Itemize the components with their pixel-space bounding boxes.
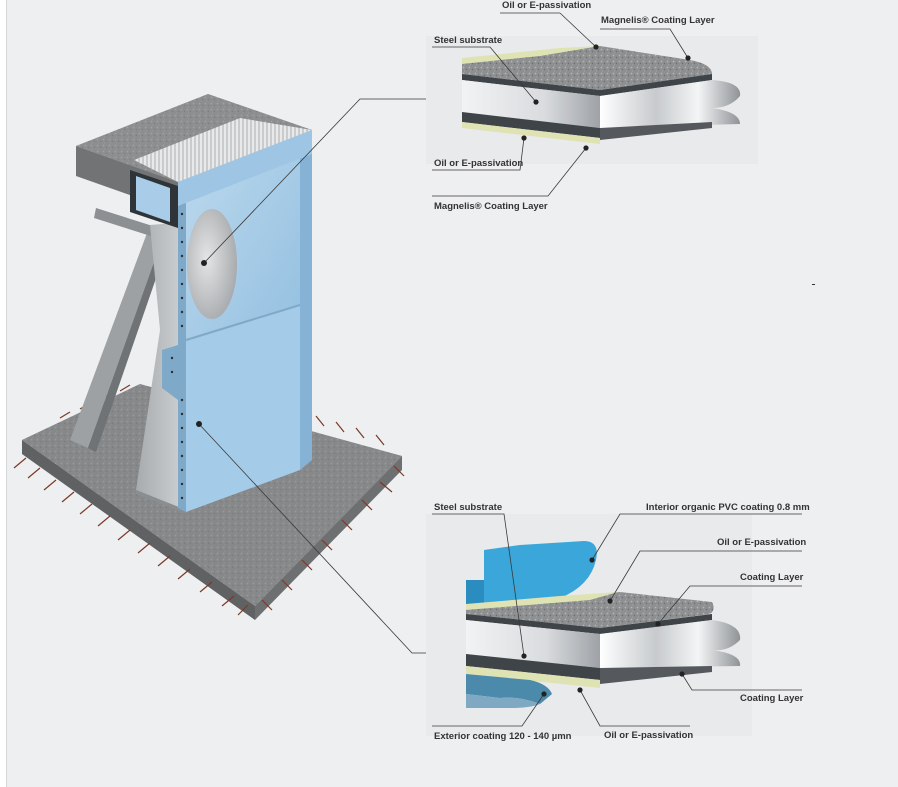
rebar-stubs xyxy=(13,384,405,616)
label-coating-layer-top: Coating Layer xyxy=(740,572,804,583)
label-top-bottom-magnelis-coating: Magnelis® Coating Layer xyxy=(434,201,548,212)
label-coating-layer-bottom: Coating Layer xyxy=(740,693,804,704)
label-top-bottom-oil-passivation: Oil or E-passivation xyxy=(434,158,524,169)
top-layer-detail xyxy=(426,36,758,164)
label-top-oil-passivation: Oil or E-passivation xyxy=(502,0,592,11)
walkway-deck xyxy=(76,94,312,228)
label-interior-pvc-coating: Interior organic PVC coating 0.8 mm xyxy=(646,502,810,513)
label-top-magnelis-coating: Magnelis® Coating Layer xyxy=(601,15,715,26)
label-bottom-oil-passivation-bottom: Oil or E-passivation xyxy=(604,730,694,741)
section-cutaway-disc xyxy=(187,209,237,319)
leader-dots-bottom xyxy=(521,557,685,697)
callout-dot-top xyxy=(201,260,207,266)
pillar xyxy=(136,222,186,514)
main-structure-illustration xyxy=(13,94,405,620)
callout-dot-bottom xyxy=(196,421,202,427)
leader-lines-top xyxy=(432,12,689,197)
label-exterior-coating: Exterior coating 120 - 140 µmn xyxy=(434,731,572,742)
bottom-layer-detail xyxy=(426,514,752,736)
leader-dots-top xyxy=(521,44,691,151)
label-bottom-oil-passivation-top: Oil or E-passivation xyxy=(717,537,807,548)
leader-lines-bottom xyxy=(432,513,802,727)
stray-mark xyxy=(812,284,815,285)
label-top-steel-substrate: Steel substrate xyxy=(434,35,503,46)
label-bottom-steel-substrate: Steel substrate xyxy=(434,502,503,513)
